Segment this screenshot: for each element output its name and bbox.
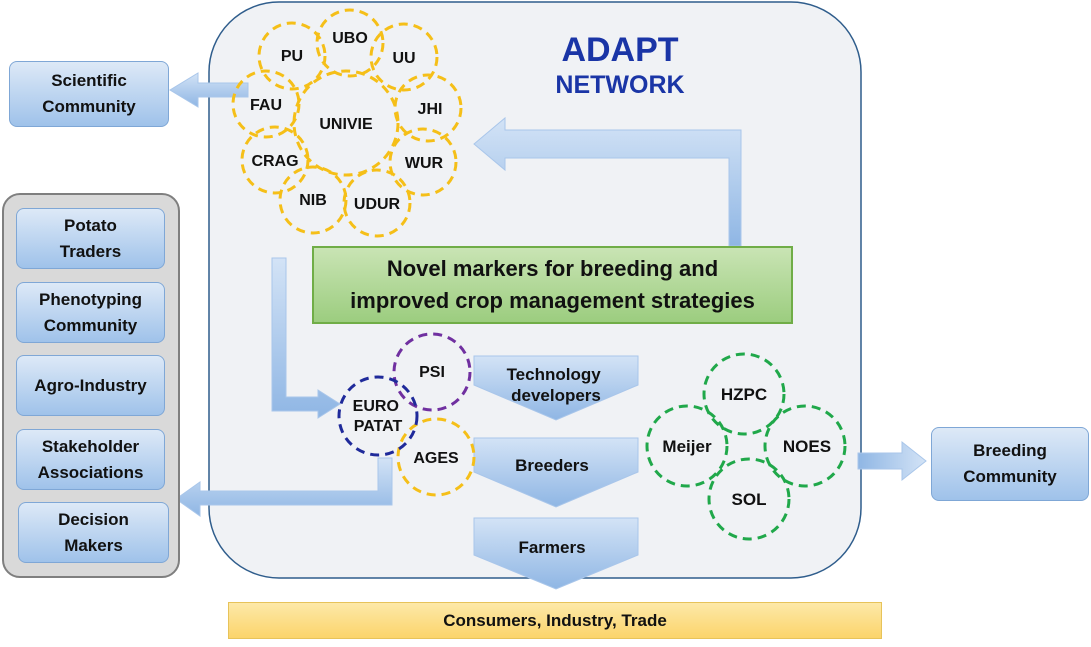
label-uu: UU: [392, 50, 415, 67]
circle-hzpc: [702, 352, 786, 436]
circle-wur: [388, 127, 458, 197]
label-hzpc: HZPC: [721, 385, 767, 404]
label-udur: UDUR: [354, 196, 401, 213]
circle-uu: [369, 22, 439, 92]
label-fau: FAU: [250, 97, 282, 114]
label-psi: PSI: [419, 364, 445, 381]
label-meijer: Meijer: [662, 437, 712, 456]
chevron-breeders: [473, 437, 639, 508]
label-technology-developers: Technology developers: [507, 365, 606, 405]
stakeholder-phenotyping-community: Phenotyping Community: [16, 282, 165, 343]
stakeholder-agro-industry: Agro-Industry: [16, 355, 165, 416]
consumers-industry-trade-bar: Consumers, Industry, Trade: [228, 602, 882, 639]
breeding-community-box: Breeding Community: [931, 427, 1089, 501]
circle-udur: [342, 168, 412, 238]
scientific-community-box: Scientific Community: [9, 61, 169, 127]
circle-ages: [396, 417, 476, 497]
arrow-to-stakeholders: [175, 457, 393, 517]
network-title: ADAPT NETWORK: [520, 30, 720, 100]
label-farmers: Farmers: [518, 538, 585, 557]
circle-fau: [231, 69, 301, 139]
label-wur: WUR: [405, 155, 444, 172]
circle-crag: [240, 125, 310, 195]
label-noes: NOES: [783, 437, 831, 456]
chevron-farmers: [473, 517, 639, 590]
label-jhi: JHI: [418, 101, 443, 118]
research-cluster: [231, 8, 463, 238]
circle-ubo: [315, 8, 385, 78]
circle-meijer: [645, 404, 729, 488]
label-sol: SOL: [732, 490, 767, 509]
label-europatat: EURO PATAT: [353, 398, 404, 435]
network-title-sub: NETWORK: [555, 71, 685, 99]
circle-psi: [392, 332, 472, 412]
breeder-cluster: [645, 352, 847, 541]
circle-pu: [257, 21, 327, 91]
label-pu: PU: [281, 48, 303, 65]
arrow-to-europatat: [271, 257, 341, 419]
network-title-main: ADAPT: [561, 31, 679, 69]
chevron-technology: [473, 355, 639, 421]
circle-nib: [278, 165, 348, 235]
stakeholder-potato-traders: Potato Traders: [16, 208, 165, 269]
arrow-to-breeding: [857, 440, 927, 482]
stakeholder-decision-makers: Decision Makers: [18, 502, 169, 563]
circle-jhi: [393, 73, 463, 143]
circle-noes: [763, 404, 847, 488]
novel-markers-box: Novel markers for breeding and improved …: [312, 246, 793, 324]
label-breeders: Breeders: [515, 456, 589, 475]
circle-europatat: [337, 375, 419, 457]
arrow-to-scientific: [169, 72, 249, 108]
label-ubo: UBO: [332, 30, 368, 47]
label-univie: UNIVIE: [319, 116, 373, 133]
label-nib: NIB: [299, 192, 327, 209]
stakeholder-associations: Stakeholder Associations: [16, 429, 165, 490]
label-ages: AGES: [413, 450, 459, 467]
circle-sol: [707, 457, 791, 541]
arrow-feedback-shape: [473, 116, 742, 247]
circle-unive: [292, 69, 400, 177]
label-crag: CRAG: [251, 153, 298, 170]
